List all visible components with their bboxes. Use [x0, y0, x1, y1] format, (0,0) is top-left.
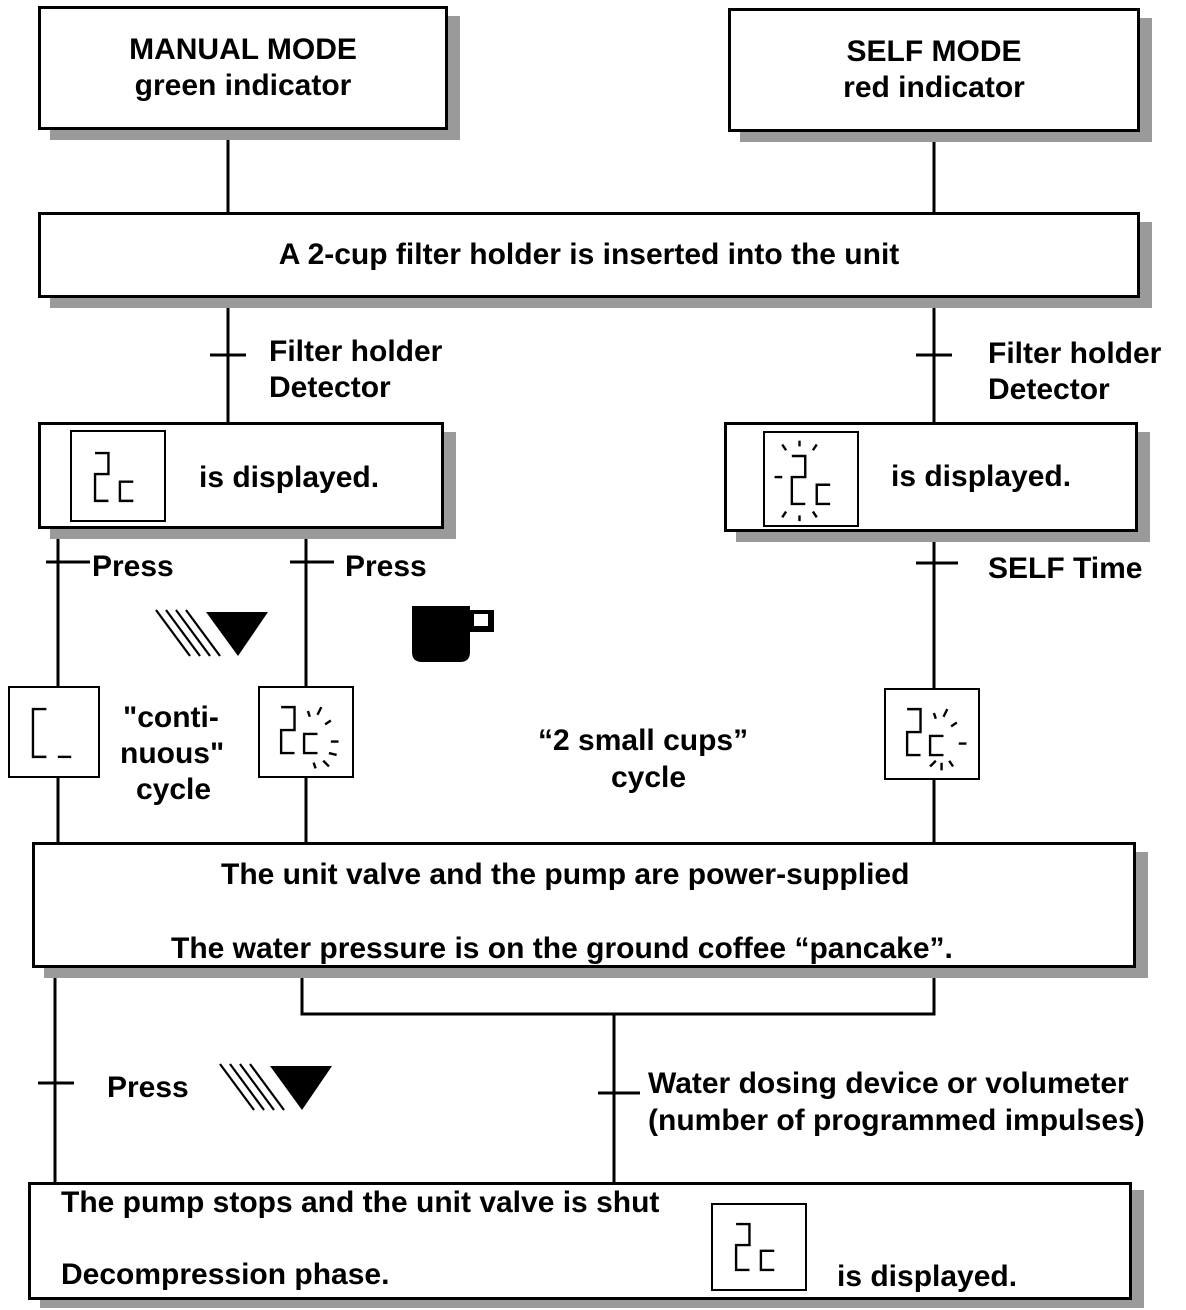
filter-holder-inserted-text: A 2-cup filter holder is inserted into t…	[278, 238, 900, 271]
self-time-label: SELF Time	[988, 552, 1143, 585]
dosing-line1: Water dosing device or volumeter	[648, 1067, 1129, 1100]
press-continuous-label: Press	[92, 550, 174, 583]
manual-mode-box: MANUAL MODE green indicator	[38, 6, 448, 130]
display-2-small-cups	[258, 686, 354, 778]
pump-powered-box: The unit valve and the pump are power-su…	[32, 842, 1136, 968]
display-2c-blinking	[763, 431, 859, 527]
pump-powered-line2: The water pressure is on the ground coff…	[171, 932, 953, 965]
pump-stops-line1: The pump stops and the unit valve is shu…	[61, 1186, 660, 1219]
final-displayed-text: is displayed.	[837, 1260, 1018, 1293]
continuous-cycle-line1: "conti-	[123, 701, 219, 734]
small-cups-cycle-line2: cycle	[611, 761, 687, 794]
continuous-stream-icon	[155, 609, 268, 657]
self-mode-box: SELF MODE red indicator	[728, 8, 1140, 132]
display-left-text: is displayed.	[199, 461, 380, 494]
display-continuous-cycle	[8, 686, 100, 778]
filter-holder-inserted-box: A 2-cup filter holder is inserted into t…	[38, 212, 1140, 298]
self-mode-indicator: red indicator	[843, 71, 1025, 104]
pump-powered-line1: The unit valve and the pump are power-su…	[221, 858, 910, 891]
display-2c-static	[70, 430, 166, 522]
pump-stops-box: The pump stops and the unit valve is shu…	[28, 1182, 1132, 1300]
display-left-box: is displayed.	[38, 422, 444, 529]
small-cups-cycle-line1: “2 small cups”	[538, 724, 749, 757]
press-stop-label: Press	[107, 1071, 189, 1104]
continuous-stream-icon	[219, 1063, 332, 1111]
continuous-cycle-line2: nuous"	[120, 737, 225, 770]
press-cup-label: Press	[345, 550, 427, 583]
decompression-phase-text: Decompression phase.	[61, 1258, 390, 1291]
detector-right-line1: Filter holder	[988, 337, 1162, 370]
self-mode-title: SELF MODE	[846, 35, 1022, 68]
detector-left-line2: Detector	[269, 371, 391, 404]
detector-left-line1: Filter holder	[269, 335, 443, 368]
continuous-cycle-line3: cycle	[136, 773, 212, 806]
manual-mode-indicator: green indicator	[134, 69, 352, 102]
detector-right-line2: Detector	[988, 373, 1110, 406]
display-self-time	[884, 688, 980, 780]
display-right-box: is displayed.	[724, 422, 1138, 532]
manual-mode-title: MANUAL MODE	[129, 33, 357, 66]
display-right-text: is displayed.	[891, 460, 1072, 493]
display-2c-final	[711, 1203, 807, 1291]
dosing-line2: (number of programmed impulses)	[648, 1104, 1145, 1137]
cup-icon	[412, 606, 494, 662]
